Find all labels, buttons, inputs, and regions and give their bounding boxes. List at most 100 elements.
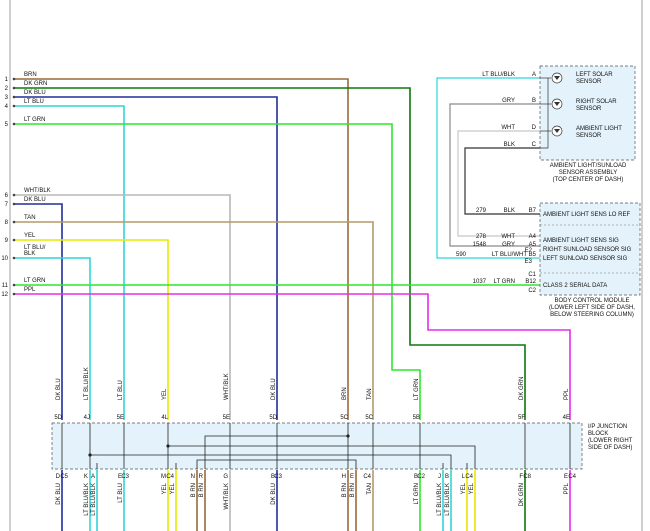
junction-bottom-pin: C2 bbox=[417, 474, 425, 480]
junction-bottom-pin: C8 bbox=[523, 474, 531, 480]
junction-bottom-wire: B RN bbox=[342, 483, 348, 497]
junction-caption: BLOCK bbox=[588, 431, 608, 437]
wires bbox=[14, 77, 571, 531]
junction-bottom-pin: A bbox=[91, 474, 95, 480]
bcm-marker: E3 bbox=[525, 259, 533, 265]
wire-label: DK GRN bbox=[24, 81, 47, 87]
bcm-pin: A4 bbox=[529, 234, 537, 240]
junction-top-wire: DK GRN bbox=[519, 377, 525, 400]
wire-dk-blu-2 bbox=[14, 203, 63, 420]
sensor-caption: AMBIENT LIGHT/SUNLOAD bbox=[550, 163, 627, 169]
wire-label: LT BLU/ bbox=[24, 245, 46, 251]
junction-top-pin: 5F bbox=[518, 415, 525, 421]
left-wire-labels: 1 BRN 2 DK GRN 3 DK BLU 4 LT BLU 5 LT GR… bbox=[1, 72, 50, 298]
bcm-caption: (LOWER LEFT SIDE OF DASH, bbox=[549, 305, 635, 311]
junction-caption: I/P JUNCTION bbox=[588, 424, 627, 430]
junction-bottom-pin: L bbox=[462, 474, 466, 480]
junction-bottom-wire: YEL bbox=[469, 482, 475, 494]
wire-sensor-lt-blu-blk bbox=[436, 77, 540, 259]
junction-bottom-wire: LT BLU/BLK bbox=[445, 483, 451, 516]
wire-num: 5 bbox=[5, 122, 9, 128]
junction-bottom-pin: C3 bbox=[274, 474, 282, 480]
junction-top-wire: LT BLU bbox=[118, 380, 124, 400]
ip-junction-block: I/P JUNCTION BLOCK (LOWER RIGHT SIDE OF … bbox=[51, 422, 633, 470]
junction-bottom-pin: M bbox=[161, 474, 166, 480]
wire-num: 6 bbox=[5, 193, 9, 199]
wire-dk-grn bbox=[14, 87, 526, 420]
wire-label: YEL bbox=[24, 233, 36, 239]
sensor-label: SENSOR bbox=[576, 133, 602, 139]
junction-top-pin: 5C bbox=[340, 415, 348, 421]
junction-bottom-pin: K bbox=[84, 474, 88, 480]
junction-top-wire: DK BLU bbox=[271, 378, 277, 400]
wire-label: PPL bbox=[24, 287, 36, 293]
junction-top-pin: 5D bbox=[54, 415, 62, 421]
junction-bottom-pin: D bbox=[56, 474, 61, 480]
bcm-pin: B12 bbox=[525, 279, 536, 285]
sensor-assembly: LEFT SOLAR SENSOR RIGHT SOLAR SENSOR AMB… bbox=[482, 65, 636, 183]
wire-num: 3 bbox=[5, 95, 9, 101]
wire-yel bbox=[14, 239, 169, 420]
junction-bottom-wire: B RN bbox=[199, 483, 205, 497]
junction-bottom-wire: B RN bbox=[350, 483, 356, 497]
wire-num: 9 bbox=[5, 238, 9, 244]
junction-bottom-wire: DK BLU bbox=[271, 483, 277, 505]
junction-bottom-pin: C4 bbox=[568, 474, 576, 480]
junction-caption: (LOWER RIGHT bbox=[588, 438, 633, 444]
bcm-pin: B5 bbox=[529, 252, 537, 258]
wire-sensor-wht bbox=[457, 130, 540, 237]
bcm-caption: BELOW STEERING COLUMN) bbox=[550, 312, 634, 318]
wire-label: LT BLU bbox=[24, 99, 44, 105]
junction-bottom-wire: PPL bbox=[564, 482, 570, 494]
junction-top-wire: TAN bbox=[367, 388, 373, 400]
junction-top-pin: 5D bbox=[269, 415, 277, 421]
wire-dk-blu-1 bbox=[14, 96, 278, 420]
junction-bottom-pin: C5 bbox=[60, 474, 68, 480]
junction-bottom-pin: R bbox=[199, 474, 204, 480]
bcm-wire: GRY bbox=[502, 242, 515, 248]
junction-top-pin: 5E bbox=[223, 415, 230, 421]
junction-bottom-pin: C3 bbox=[121, 474, 129, 480]
junction-bottom-wire: LT BLU/BLK bbox=[91, 483, 97, 516]
junction-top-wire: YEL bbox=[162, 388, 168, 400]
junction-bottom-wire: WHT/BLK bbox=[224, 483, 230, 510]
junction-top-pin: 4J bbox=[84, 415, 90, 421]
junction-bottom-wire: YEL bbox=[162, 482, 168, 494]
bcm-wire: LT BLU/WHT bbox=[492, 252, 527, 258]
bcm-pin: A5 bbox=[529, 242, 537, 248]
junction-splice-dots bbox=[88, 434, 350, 457]
junction-top-wire: LT BLU/BLK bbox=[84, 367, 90, 400]
junction-internal-lines bbox=[61, 423, 571, 469]
junction-top-labels: 5D DK BLU 4J LT BLU/BLK 5E LT BLU 4L YEL… bbox=[54, 367, 570, 421]
bcm-caption: BODY CONTROL MODULE bbox=[554, 298, 629, 304]
junction-top-pin: 4E bbox=[563, 415, 570, 421]
wire-num: 11 bbox=[2, 283, 9, 289]
bcm-box bbox=[539, 202, 641, 296]
junction-top-wire: PPL bbox=[564, 388, 570, 400]
wire-num: 8 bbox=[5, 220, 9, 226]
wire-num: 12 bbox=[1, 292, 8, 298]
circuit-number: 590 bbox=[456, 252, 467, 258]
bcm-signal: RIGHT SUNLOAD SENSOR SIG bbox=[543, 247, 632, 253]
right-solar-sensor: RIGHT SOLAR SENSOR bbox=[551, 98, 617, 112]
junction-top-wire: BRN bbox=[342, 387, 348, 400]
junction-bottom-pin: H bbox=[342, 474, 346, 480]
junction-bottom-pin: N bbox=[191, 474, 195, 480]
sensor-caption: (TOP CENTER OF DASH) bbox=[553, 177, 624, 183]
junction-bottom-wire: LT GRN bbox=[414, 483, 420, 504]
sensor-label: AMBIENT LIGHT bbox=[576, 126, 622, 132]
bcm-wire: LT GRN bbox=[494, 279, 515, 285]
sensor-wire-label: LT BLU/BLK bbox=[482, 72, 515, 78]
junction-bottom-wire: LT BLU/BLK bbox=[84, 483, 90, 516]
junction-bottom-wire: DK GRN bbox=[519, 483, 525, 506]
junction-bottom-pin: B bbox=[271, 474, 275, 480]
sensor-pin: B bbox=[532, 98, 536, 104]
wire-num: 1 bbox=[5, 77, 9, 83]
junction-top-wire: DK BLU bbox=[56, 378, 62, 400]
wire-lt-blu-blk bbox=[14, 257, 91, 420]
circuit-number: 279 bbox=[476, 208, 487, 214]
junction-bottom-wire: YEL bbox=[461, 482, 467, 494]
sensor-wire-label: WHT bbox=[501, 125, 515, 131]
wire-label: BLK bbox=[24, 251, 35, 257]
